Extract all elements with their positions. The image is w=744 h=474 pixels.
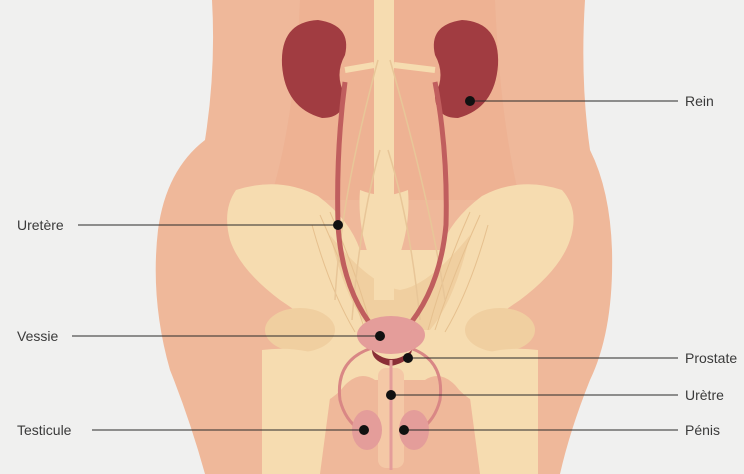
label-penis: Pénis: [685, 422, 720, 438]
bladder: [357, 316, 425, 354]
label-uretre: Urètre: [685, 387, 724, 403]
hip-joint-right: [465, 308, 535, 352]
label-testicule: Testicule: [17, 422, 71, 438]
marker-penis: [399, 425, 409, 435]
label-prostate: Prostate: [685, 350, 737, 366]
marker-testicule: [359, 425, 369, 435]
label-rein: Rein: [685, 93, 714, 109]
marker-prostate: [403, 353, 413, 363]
marker-uretere: [333, 220, 343, 230]
marker-vessie: [375, 331, 385, 341]
label-vessie: Vessie: [17, 328, 58, 344]
label-uretere: Uretère: [17, 217, 64, 233]
marker-uretre: [386, 390, 396, 400]
marker-rein: [465, 96, 475, 106]
hip-joint-left: [265, 308, 335, 352]
